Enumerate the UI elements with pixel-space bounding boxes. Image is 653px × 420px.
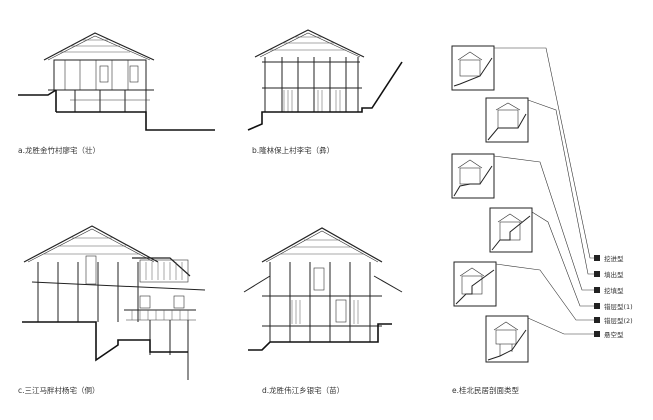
legend-item-1: 挖进型 — [604, 254, 624, 263]
caption-c: c.三江马胖村杨宅（侗） — [18, 385, 100, 395]
legend-marker-5 — [594, 317, 600, 323]
leader-lines — [493, 47, 596, 335]
thumb-2 — [485, 97, 529, 143]
thumb-5 — [453, 261, 497, 307]
caption-e: e.桂北民居剖面类型 — [452, 385, 519, 395]
drawing-b-li-house: b.隆林保上村李宅（彝） — [247, 29, 403, 155]
caption-d: d.龙胜伟江乡银宅（苗） — [262, 385, 344, 395]
legend-marker-1 — [594, 255, 600, 261]
type-legend: 挖进型 填出型 挖填型 错层型(1) 错层型(2) 悬空型 — [594, 254, 633, 339]
thumb-3 — [451, 153, 495, 199]
legend-marker-2 — [594, 271, 600, 277]
drawing-c-yang-house: c.三江马胖村杨宅（侗） — [18, 225, 206, 395]
legend-item-6: 悬空型 — [604, 330, 624, 339]
thumb-6 — [485, 315, 529, 363]
legend-item-5: 错层型(2) — [604, 316, 633, 325]
section-type-thumbnails — [451, 45, 533, 363]
caption-a: a.龙胜金竹村廖宅（壮） — [18, 145, 100, 155]
thumb-1 — [451, 45, 495, 91]
legend-item-3: 挖填型 — [604, 286, 624, 295]
legend-marker-4 — [594, 303, 600, 309]
legend-marker-6 — [594, 331, 600, 337]
caption-b: b.隆林保上村李宅（彝） — [252, 145, 334, 155]
legend-marker-3 — [594, 287, 600, 293]
drawing-a-liao-house: a.龙胜金竹村廖宅（壮） — [18, 32, 215, 155]
drawing-d-yin-house: d.龙胜伟江乡银宅（苗） — [243, 227, 403, 395]
legend-item-2: 填出型 — [604, 270, 624, 279]
legend-item-4: 错层型(1) — [604, 302, 633, 311]
thumb-4 — [489, 207, 533, 253]
